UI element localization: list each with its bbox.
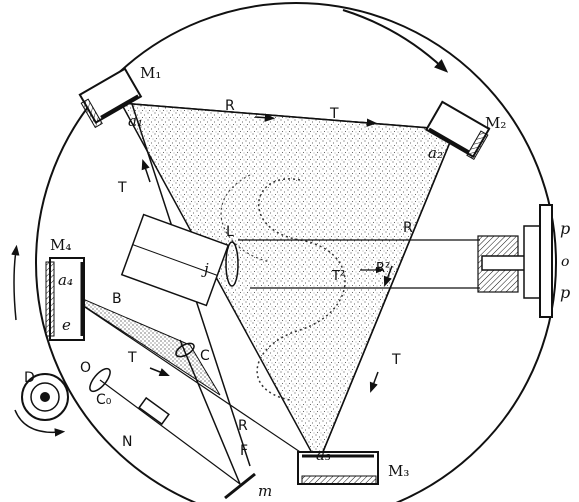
label-o-lamp: O — [80, 360, 91, 376]
arrow-top-t — [354, 118, 378, 127]
label-r2: R² — [376, 261, 390, 276]
label-e: e — [62, 316, 71, 334]
label-j: j — [201, 260, 209, 278]
arrow-right-t — [369, 371, 379, 393]
label-m4: M₄ — [50, 236, 71, 254]
beam-top — [120, 102, 456, 131]
mirror-m3 — [297, 451, 379, 485]
arrow-right-r — [383, 265, 393, 287]
rotating-disc — [35, 2, 557, 502]
label-r-right: R — [403, 220, 413, 236]
beam-right — [317, 129, 456, 465]
label-f: F — [240, 443, 248, 459]
small-mirror-m — [224, 472, 256, 500]
label-t-left: T — [117, 180, 127, 196]
arrow-top-r — [254, 113, 276, 122]
label-p-bottom: p — [560, 283, 570, 302]
arrow-lower-t — [149, 367, 170, 376]
label-n: N — [122, 434, 132, 450]
label-a4: a₄ — [58, 271, 73, 289]
label-t-right: T — [391, 352, 401, 368]
label-r-top: R — [225, 98, 235, 114]
arrow-left-t — [141, 159, 151, 183]
condenser-c — [175, 342, 195, 358]
label-m2: M₂ — [485, 114, 506, 132]
beam-wedge-m4 — [54, 286, 221, 396]
label-a3: a₃ — [316, 446, 331, 464]
drive-wheel-d-hub — [40, 392, 50, 402]
label-b: B — [112, 291, 122, 307]
label-o-mid: o — [561, 254, 569, 270]
swirl-figure — [256, 178, 346, 401]
drive-wheel-d-inner — [30, 382, 60, 412]
mirror-m4 — [45, 257, 85, 341]
label-m1: M₁ — [140, 64, 161, 82]
lamp-beam — [99, 379, 241, 485]
lens-l — [225, 241, 239, 287]
mirror-m1 — [78, 67, 143, 129]
label-m3: M₃ — [388, 462, 409, 480]
element-n — [138, 396, 170, 426]
label-c0: C₀ — [96, 392, 112, 408]
label-p-top: p — [560, 219, 570, 238]
beam-input — [179, 339, 241, 485]
swirl-figure-upper — [220, 174, 271, 263]
label-l: L — [226, 224, 234, 240]
label-c: C — [200, 348, 210, 364]
rotation-arrow-left — [11, 244, 20, 321]
label-r-lower: R — [238, 418, 248, 434]
prism-j — [120, 213, 230, 307]
rotation-arrow-top — [342, 9, 449, 73]
label-t2: T² — [331, 269, 345, 284]
label-t-lower: T — [127, 350, 137, 366]
mirror-m2 — [424, 100, 491, 161]
screen-assembly — [477, 204, 553, 318]
label-m-small: m — [258, 482, 272, 500]
label-d: D — [24, 370, 35, 386]
label-a1: a₁ — [128, 112, 143, 130]
beam-lower — [54, 286, 319, 465]
drive-wheel-arrow — [14, 409, 66, 437]
label-a2: a₂ — [428, 144, 443, 162]
label-t-top: T — [329, 106, 339, 122]
drive-wheel-d — [21, 373, 69, 421]
